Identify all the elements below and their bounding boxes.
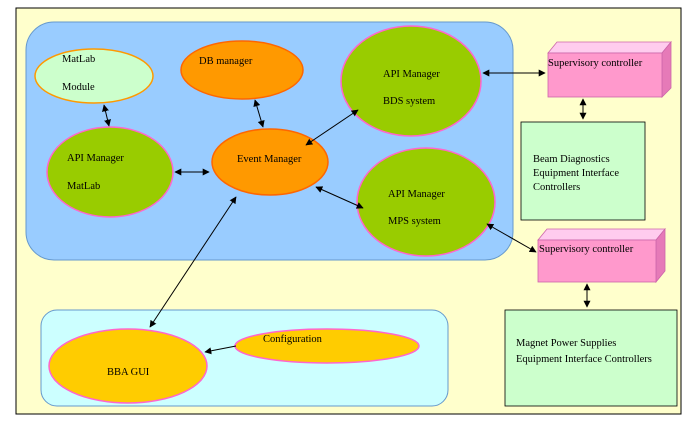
configuration-label: Configuration <box>263 334 323 345</box>
matlab-module-node: MatLab Module <box>34 48 154 104</box>
supervisory-top-label: Supervisory controller <box>548 58 643 69</box>
event-manager-node: Event Manager <box>211 128 329 196</box>
api-matlab-label-2: MatLab <box>67 181 100 192</box>
db-manager-node: DB manager <box>180 40 304 100</box>
db-manager-label: DB manager <box>199 56 253 67</box>
bba-gui-label: BBA GUI <box>107 367 150 378</box>
api-matlab-label-1: API Manager <box>67 153 124 164</box>
beam-diagnostics-label-3: Controllers <box>533 182 580 193</box>
link-db-event <box>253 99 265 128</box>
magnet-power-label-2: Equipment Interface Controllers <box>516 354 652 365</box>
api-manager-mps-node: API Manager MPS system <box>356 147 496 257</box>
api-manager-bds-node: API Manager BDS system <box>340 25 482 137</box>
supervisory-bottom-label: Supervisory controller <box>539 244 634 255</box>
api-bds-label-2: BDS system <box>383 96 435 107</box>
api-mps-label-2: MPS system <box>388 216 441 227</box>
matlab-module-label-2: Module <box>62 82 95 93</box>
link-event-mps <box>315 186 364 209</box>
beam-diagnostics-box: Beam Diagnostics Equipment Interface Con… <box>520 121 646 221</box>
magnet-power-box: Magnet Power Supplies Equipment Interfac… <box>504 309 678 407</box>
link-mps-supervisory <box>486 223 537 253</box>
bba-gui-node: BBA GUI <box>48 328 208 404</box>
magnet-power-label-1: Magnet Power Supplies <box>516 338 616 349</box>
api-bds-label-1: API Manager <box>383 69 440 80</box>
link-bds-event <box>305 109 359 146</box>
beam-diagnostics-label-1: Beam Diagnostics <box>533 154 610 165</box>
connectors <box>102 69 591 355</box>
configuration-node: Configuration <box>234 328 420 364</box>
link-matlab-module-api-matlab <box>102 104 111 127</box>
matlab-module-label-1: MatLab <box>62 54 95 65</box>
api-manager-matlab-node: API Manager MatLab <box>46 126 174 218</box>
event-manager-label: Event Manager <box>237 154 302 165</box>
api-mps-label-1: API Manager <box>388 189 445 200</box>
link-config-gui <box>204 345 237 355</box>
supervisory-controller-bottom: Supervisory controller <box>537 227 666 284</box>
supervisory-controller-top: Supervisory controller <box>547 40 672 98</box>
link-event-gui <box>149 196 237 328</box>
beam-diagnostics-label-2: Equipment Interface <box>533 168 619 179</box>
